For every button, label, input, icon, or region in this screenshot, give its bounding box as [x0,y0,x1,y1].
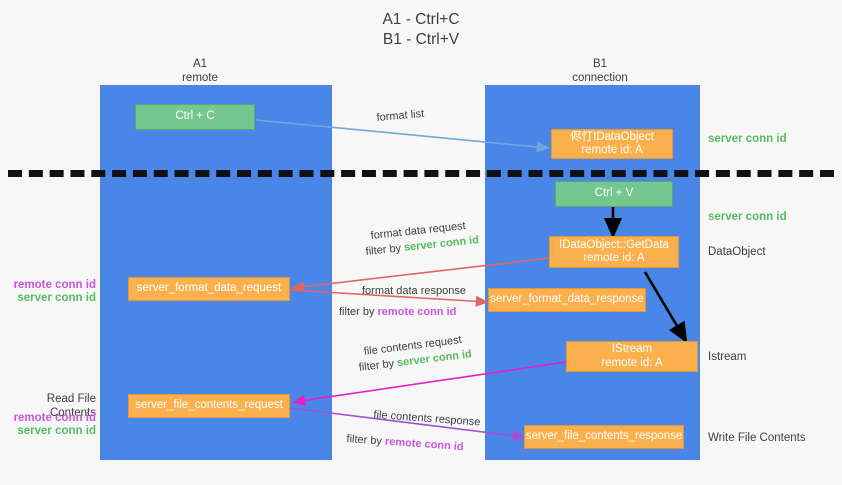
box-istream[interactable]: IStream remote id: A [566,341,698,372]
label-server-conn-id-second: server conn id [708,211,787,223]
remote-conn-id-text-1: remote conn id [377,306,457,318]
connector-format-data-request [291,257,551,293]
connector-format-data-response [289,289,489,307]
connector-file-contents-request [292,361,567,406]
box-ctrl-c[interactable]: Ctrl + C [135,104,255,130]
label-server-conn-id-top: server conn id [708,133,787,145]
page-title: A1 - Ctrl+C B1 - Ctrl+V [382,11,460,48]
filter-by-text-2: filter by [339,306,378,318]
label-remote-conn-id-1: remote conn id [13,279,96,291]
connector-format-list [255,119,550,153]
label-remote-conn-id-2: remote conn id [13,412,96,424]
label-istream: Istream [708,351,747,363]
label-write-file-contents: Write File Contents [708,432,806,444]
lane-header-b1: B1 connection [572,58,628,84]
filter-by-text-1: filter by [365,241,405,258]
label-dataobject: DataObject [708,246,766,258]
filter-by-text-4: filter by [346,432,386,448]
lane-header-a1: A1 remote [182,58,218,84]
arrow-label-filter-by-remote-conn-id-1: filter by remote conn id [339,305,456,320]
box-idataobject-top[interactable]: 侭忊IDataObject remote id: A [551,129,673,159]
box-server-file-contents-response[interactable]: server_file_contents_response [524,425,684,449]
box-server-format-data-request[interactable]: server_format_data_request [128,277,290,301]
box-ctrl-v[interactable]: Ctrl + V [555,181,673,207]
box-server-format-data-response[interactable]: server_format_data_response [488,288,646,312]
connector-getdata-istream [643,271,688,344]
connector-file-contents-response [289,407,526,442]
phase-divider [8,170,834,177]
label-server-conn-id-1: server conn id [17,292,96,304]
arrow-label-format-data-response: format data response [362,285,466,297]
label-server-conn-id-2: server conn id [17,425,96,437]
box-idataobject-getdata[interactable]: IDataObject::GetData remote id: A [549,236,679,268]
box-server-file-contents-request[interactable]: server_file_contents_request [128,394,290,418]
label-read-file-contents: Read File Contents [46,393,96,419]
filter-by-text-3: filter by [358,357,398,374]
